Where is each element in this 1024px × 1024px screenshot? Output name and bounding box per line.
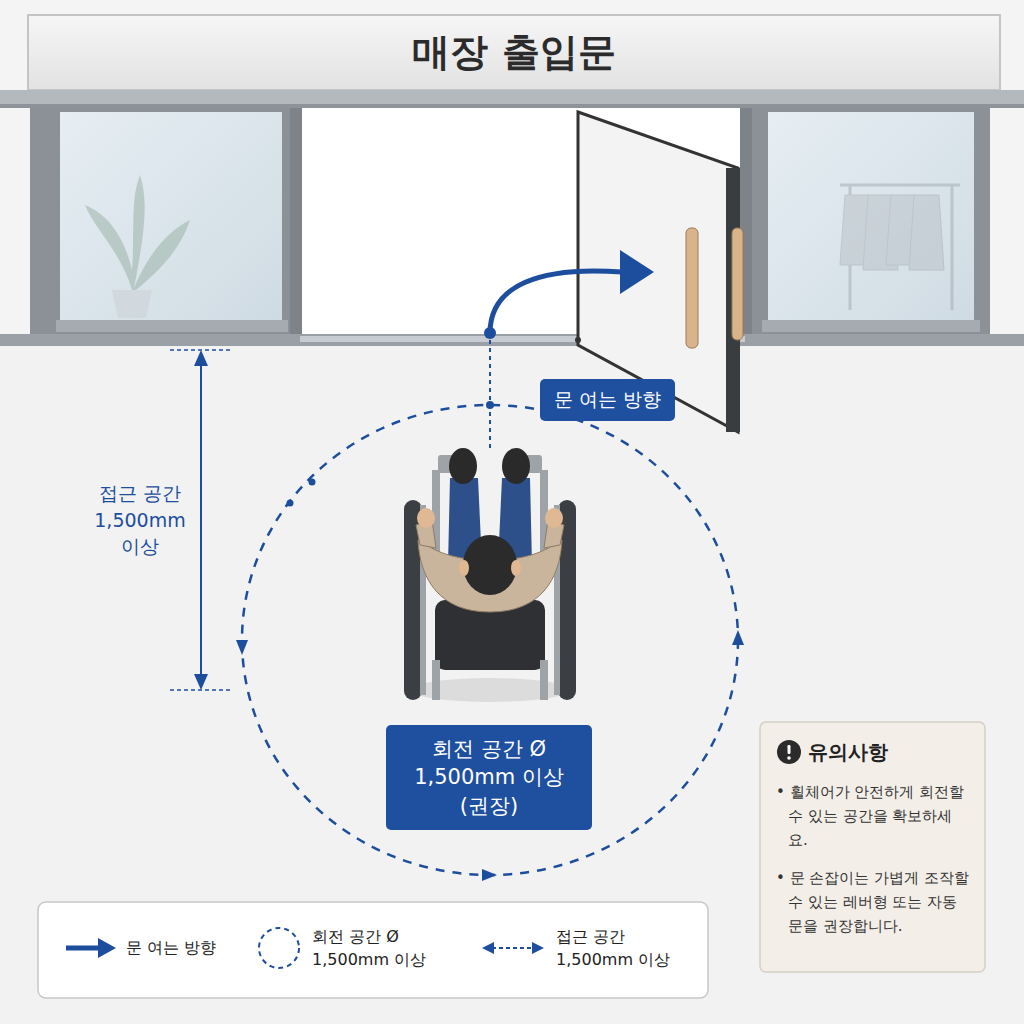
warning-icon — [776, 739, 802, 765]
label-box: 회전 공간 Ø 1,500mm 이상 (권장) — [386, 725, 592, 830]
box-text: 회전 공간 Ø 1,500mm 이상 (권장) — [398, 735, 580, 820]
notes-panel: 유의사항 • 휠체어가 안전하게 회전할 수 있는 공간을 확보하세요. • 문 손… — [760, 722, 985, 972]
label-box: 문 여는 방향 — [540, 379, 675, 421]
title: 매장 출입문 — [412, 27, 615, 78]
note-bullet: • 문 손잡이는 가볍게 조작할 수 있는 레버형 또는 자동문을 권장합니다. — [776, 866, 971, 938]
note-bullet: • 휠체어가 안전하게 회전할 수 있는 공간을 확보하세요. — [776, 780, 971, 852]
dimension-label: 접근 공간 1,500mm 이상 — [84, 480, 196, 560]
title-band-text-holder: 매장 출입문 — [28, 15, 1000, 90]
box-text: 문 여는 방향 — [554, 387, 661, 413]
legend-text: 접근 공간 1,500mm 이상 — [556, 925, 696, 971]
notes-heading: 유의사항 — [776, 738, 971, 766]
legend-text: 문 여는 방향 — [126, 936, 246, 959]
legend-text: 회전 공간 Ø 1,500mm 이상 — [312, 925, 462, 971]
